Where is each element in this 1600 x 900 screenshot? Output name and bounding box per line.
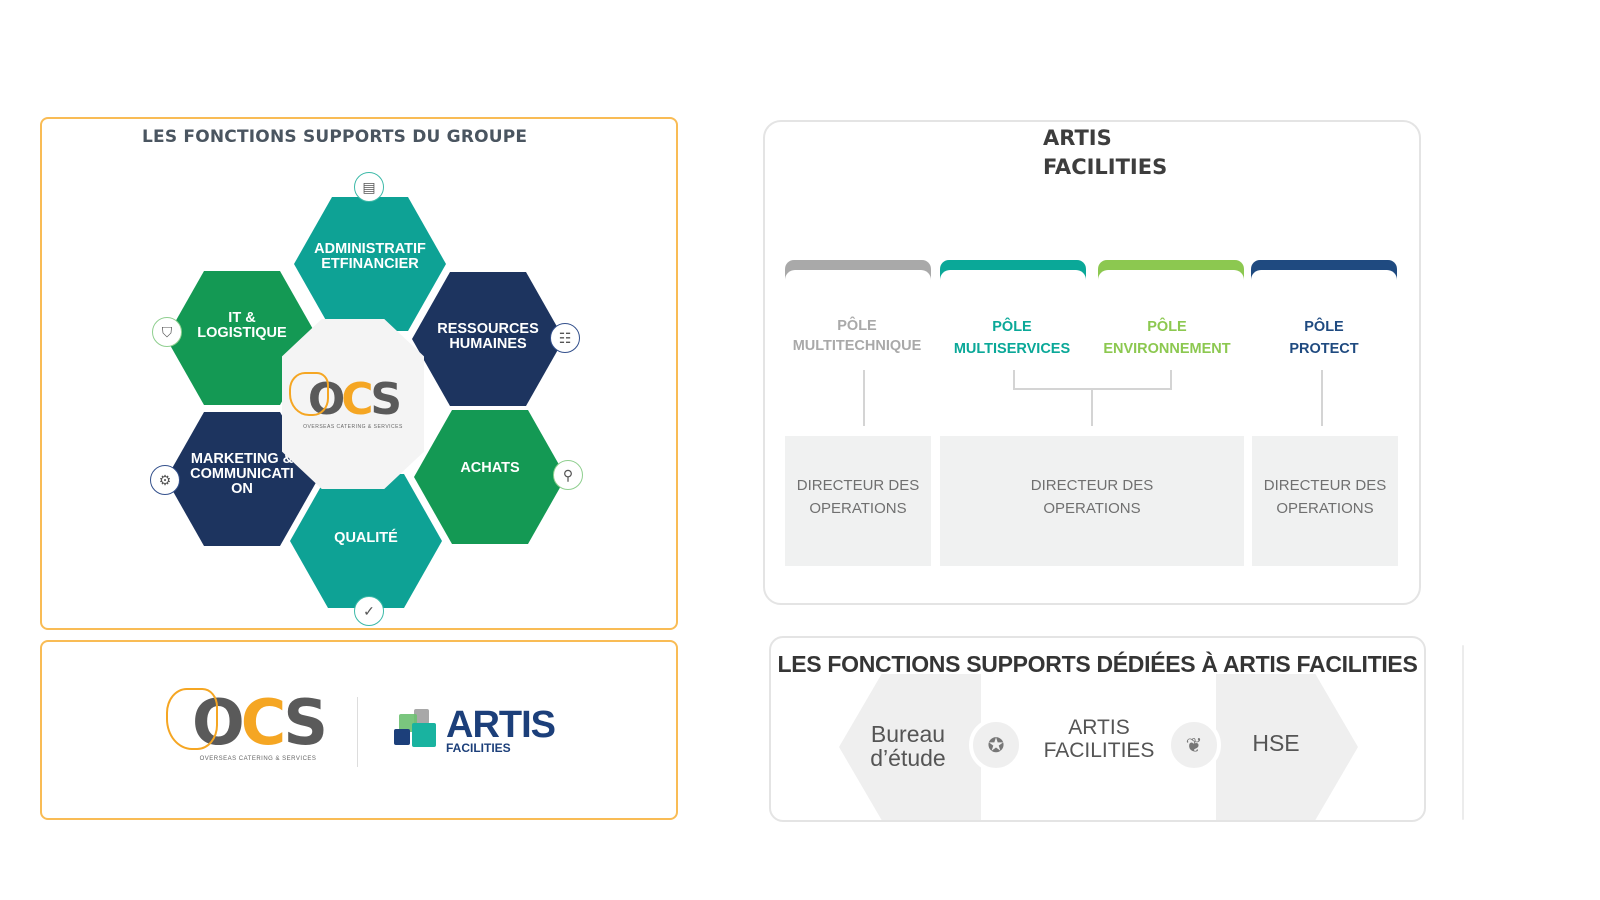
shopper-cart-icon: ⚲ bbox=[553, 460, 583, 490]
artis-squares-icon bbox=[394, 709, 440, 753]
function-label: IT & LOGISTIQUE bbox=[197, 309, 287, 341]
pole-environnement[interactable]: PÔLE ENVIRONNEMENT bbox=[1103, 319, 1231, 357]
function-qualite[interactable]: QUALITÉ bbox=[290, 474, 442, 608]
function-label: RESSOURCES HUMAINES bbox=[437, 320, 539, 352]
group-support-functions-panel: LES FONCTIONS SUPPORTS DU GROUPE ADMINIS… bbox=[40, 117, 678, 630]
connector-line bbox=[1321, 370, 1323, 426]
center-ocs-logo: OCS OVERSEAS CATERING & SERVICES bbox=[282, 319, 424, 489]
logos-panel: OCS OVERSEAS CATERING & SERVICES ARTIS F… bbox=[40, 640, 678, 820]
artis-wordmark: ARTIS bbox=[446, 704, 556, 746]
function-it-logistique[interactable]: IT & LOGISTIQUE bbox=[166, 271, 318, 405]
connector-line bbox=[1091, 388, 1093, 426]
director-box-protect[interactable]: DIRECTEUR DES OPERATIONS bbox=[1252, 436, 1398, 566]
connector-line bbox=[1013, 370, 1015, 390]
function-label: ACHATS bbox=[460, 459, 520, 476]
artis-subtitle: FACILITIES bbox=[446, 741, 511, 755]
pole-tab-multitechnique bbox=[785, 260, 931, 282]
hse-label[interactable]: HSE bbox=[1252, 730, 1300, 756]
ocs-logo: OCS OVERSEAS CATERING & SERVICES bbox=[289, 372, 403, 430]
function-label: ADMINISTRATIF ETFINANCIER bbox=[314, 240, 426, 272]
artis-facilities-center-label: ARTIS FACILITIES bbox=[1043, 716, 1155, 762]
dedicated-support-panel: LES FONCTIONS SUPPORTS DÉDIÉES À ARTIS F… bbox=[769, 636, 1426, 822]
pole-multiservices[interactable]: PÔLE MULTISERVICES bbox=[953, 319, 1071, 357]
person-gear-icon: ⚙ bbox=[150, 465, 180, 495]
africa-outline-icon bbox=[166, 688, 218, 750]
ocs-logo: OCS OVERSEAS CATERING & SERVICES bbox=[166, 688, 328, 762]
ocs-subtitle: OVERSEAS CATERING & SERVICES bbox=[199, 756, 317, 762]
artis-org-panel: ARTIS FACILITIES PÔLE MULTITECHNIQUE PÔL… bbox=[763, 120, 1421, 605]
logo-separator bbox=[357, 697, 358, 767]
shield-icon: ⛉ bbox=[152, 317, 182, 347]
logo-letter-c: C bbox=[240, 686, 288, 759]
function-ressources-humaines[interactable]: RESSOURCES HUMAINES bbox=[412, 272, 564, 406]
finance-report-icon: ▤ bbox=[354, 172, 384, 202]
function-label: MARKETING & COMMUNICATI ON bbox=[190, 450, 294, 497]
pole-tab-multiservices bbox=[940, 260, 1086, 282]
function-achats[interactable]: ACHATS bbox=[414, 410, 566, 544]
group-panel-title: LES FONCTIONS SUPPORTS DU GROUPE bbox=[142, 127, 528, 147]
logo-letter-s: S bbox=[370, 374, 402, 425]
pole-protect[interactable]: PÔLE PROTECT bbox=[1289, 319, 1359, 357]
team-icon: ☷ bbox=[550, 323, 580, 353]
hand-plant-icon: ❦ bbox=[1167, 718, 1221, 772]
award-ribbon-icon: ✪ bbox=[969, 718, 1023, 772]
ocs-subtitle: OVERSEAS CATERING & SERVICES bbox=[303, 424, 403, 430]
function-label: QUALITÉ bbox=[334, 529, 398, 546]
bureau-etude-label[interactable]: Bureau d’étude bbox=[870, 721, 946, 771]
africa-outline-icon bbox=[289, 372, 330, 416]
pole-tab-environnement bbox=[1098, 260, 1244, 282]
dedicated-panel-title: LES FONCTIONS SUPPORTS DÉDIÉES À ARTIS F… bbox=[777, 651, 1418, 677]
connector-line bbox=[863, 370, 865, 426]
pole-tab-protect bbox=[1251, 260, 1397, 282]
partial-panel-edge bbox=[1462, 645, 1464, 820]
quality-badge-icon: ✓ bbox=[354, 596, 384, 626]
function-administratif-financier[interactable]: ADMINISTRATIF ETFINANCIER bbox=[294, 197, 446, 331]
director-box-multiservices-environnement[interactable]: DIRECTEUR DES OPERATIONS bbox=[940, 436, 1244, 566]
pole-multitechnique[interactable]: PÔLE MULTITECHNIQUE bbox=[792, 318, 922, 354]
artis-logo: ARTIS FACILITIES bbox=[394, 704, 556, 755]
connector-line bbox=[1170, 370, 1172, 390]
logo-letter-c: C bbox=[341, 374, 374, 425]
director-box-multitechnique[interactable]: DIRECTEUR DES OPERATIONS bbox=[785, 436, 931, 566]
logo-letter-s: S bbox=[283, 686, 328, 759]
artis-title: ARTIS FACILITIES bbox=[1043, 126, 1168, 179]
